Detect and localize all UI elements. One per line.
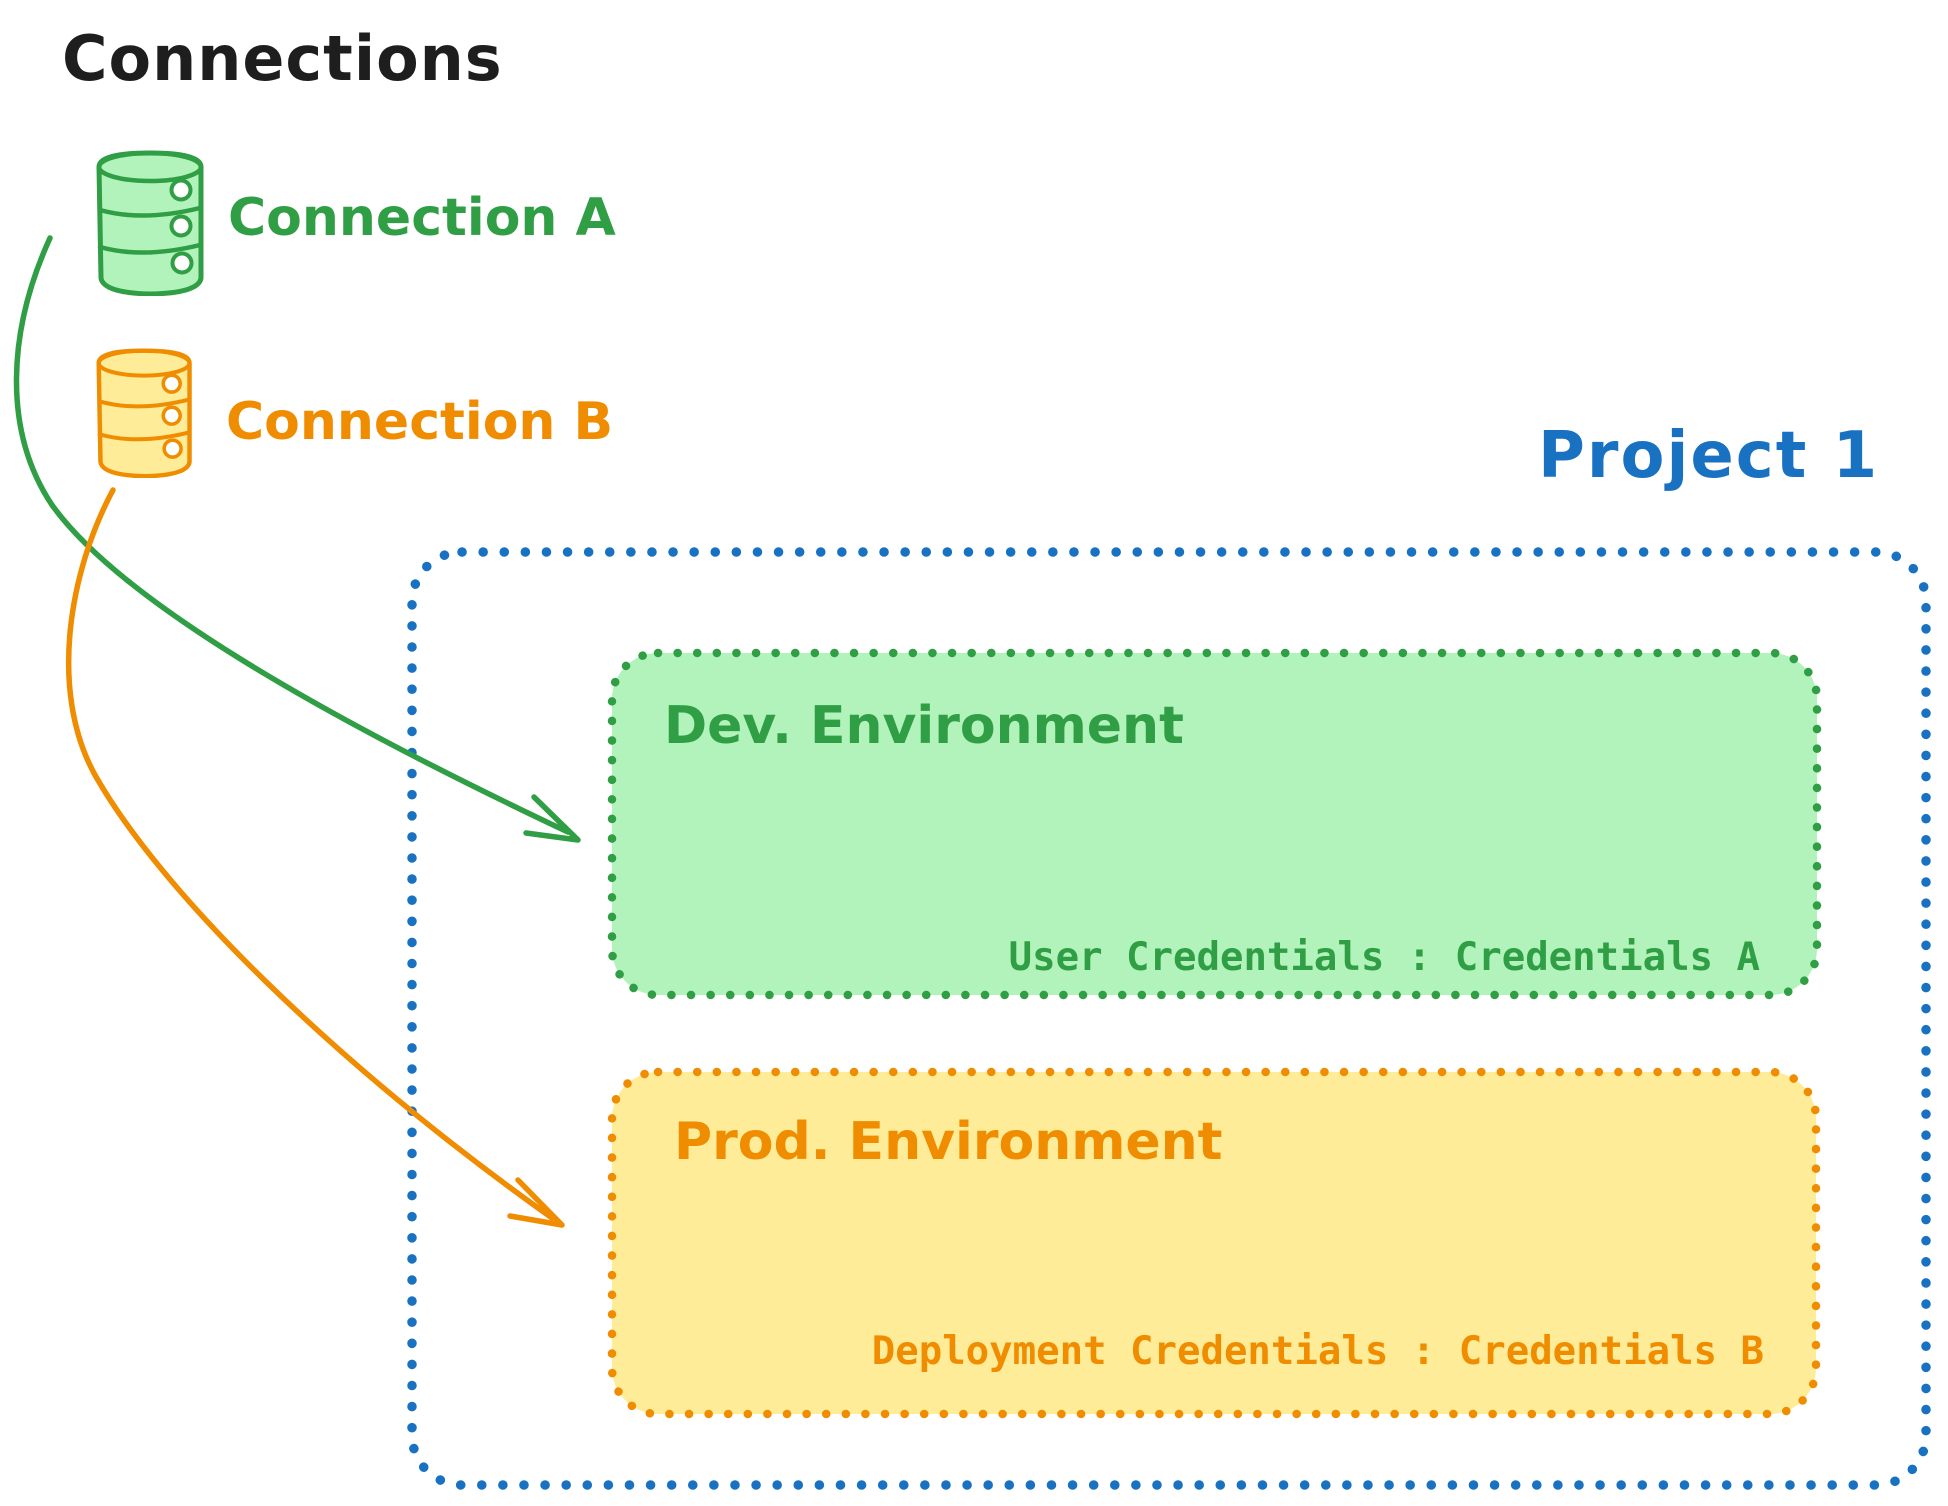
arrow-connection-b-to-prod: [65, 487, 565, 1228]
page-title: Connections: [62, 22, 503, 95]
prod-environment-credentials: Deployment Credentials : Credentials B: [871, 1329, 1764, 1374]
dev-environment-box: [607, 648, 1822, 1000]
database-icon-connection-a: [99, 153, 201, 294]
connection-a-label: Connection A: [228, 188, 616, 248]
arrow-connection-a-to-dev: [13, 235, 581, 843]
prod-environment-box: [607, 1067, 1821, 1419]
database-icon-connection-b: [99, 351, 190, 477]
dev-environment-title: Dev. Environment: [664, 696, 1184, 756]
connection-b-label: Connection B: [226, 392, 614, 452]
prod-environment-title: Prod. Environment: [674, 1112, 1223, 1172]
dev-environment-credentials: User Credentials : Credentials A: [1008, 935, 1760, 980]
project-title: Project 1: [1538, 419, 1880, 493]
